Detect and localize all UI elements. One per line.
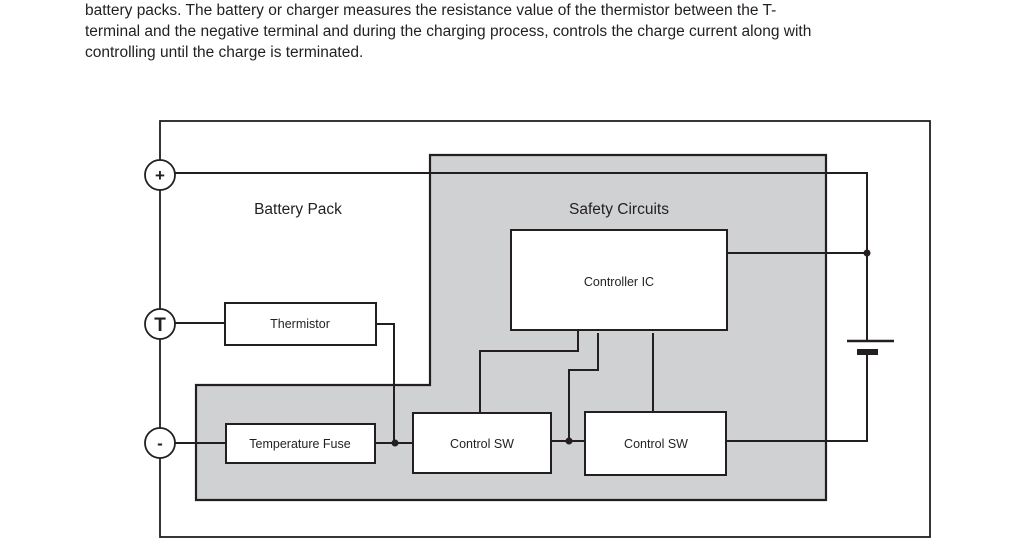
positive-wire — [175, 172, 868, 341]
battery-negative-plate — [857, 349, 878, 355]
negative-terminal — [144, 427, 176, 459]
thermistor-label: Thermistor — [270, 317, 330, 331]
safety-circuits-label: Safety Circuits — [569, 201, 669, 218]
positive-terminal — [144, 159, 176, 191]
thermistor-return-wire — [376, 323, 395, 443]
temperature-fuse-label: Temperature Fuse — [249, 437, 350, 451]
negative-battery-wire — [726, 354, 868, 442]
thermistor-terminal-label: T — [154, 315, 166, 336]
temperature-fuse-box — [225, 423, 376, 464]
battery-pack-label: Battery Pack — [254, 201, 342, 218]
controller-ic-box — [510, 229, 728, 331]
paragraph-line: controlling until the charge is terminat… — [85, 44, 364, 61]
controller-ic-label: Controller IC — [584, 275, 654, 289]
junction-dot — [863, 249, 871, 257]
junction-dot — [565, 437, 573, 445]
paragraph-line: battery packs. The battery or charger me… — [85, 2, 777, 19]
gate-wire-1 — [479, 330, 579, 413]
negative-terminal-label: - — [157, 434, 163, 453]
paragraph-line: terminal and the negative terminal and d… — [85, 23, 812, 40]
junction-dot — [391, 439, 399, 447]
thermistor-terminal — [144, 308, 176, 340]
control-sw-2-box — [584, 411, 727, 476]
control-sw-1-label: Control SW — [450, 437, 514, 451]
control-sw-1-box — [412, 412, 552, 474]
control-sw-2-label: Control SW — [624, 437, 688, 451]
mid-node-wire — [568, 333, 599, 441]
thermistor-box — [224, 302, 377, 346]
description-paragraph: battery packs. The battery or charger me… — [85, 0, 1015, 63]
positive-terminal-label: + — [155, 166, 165, 185]
